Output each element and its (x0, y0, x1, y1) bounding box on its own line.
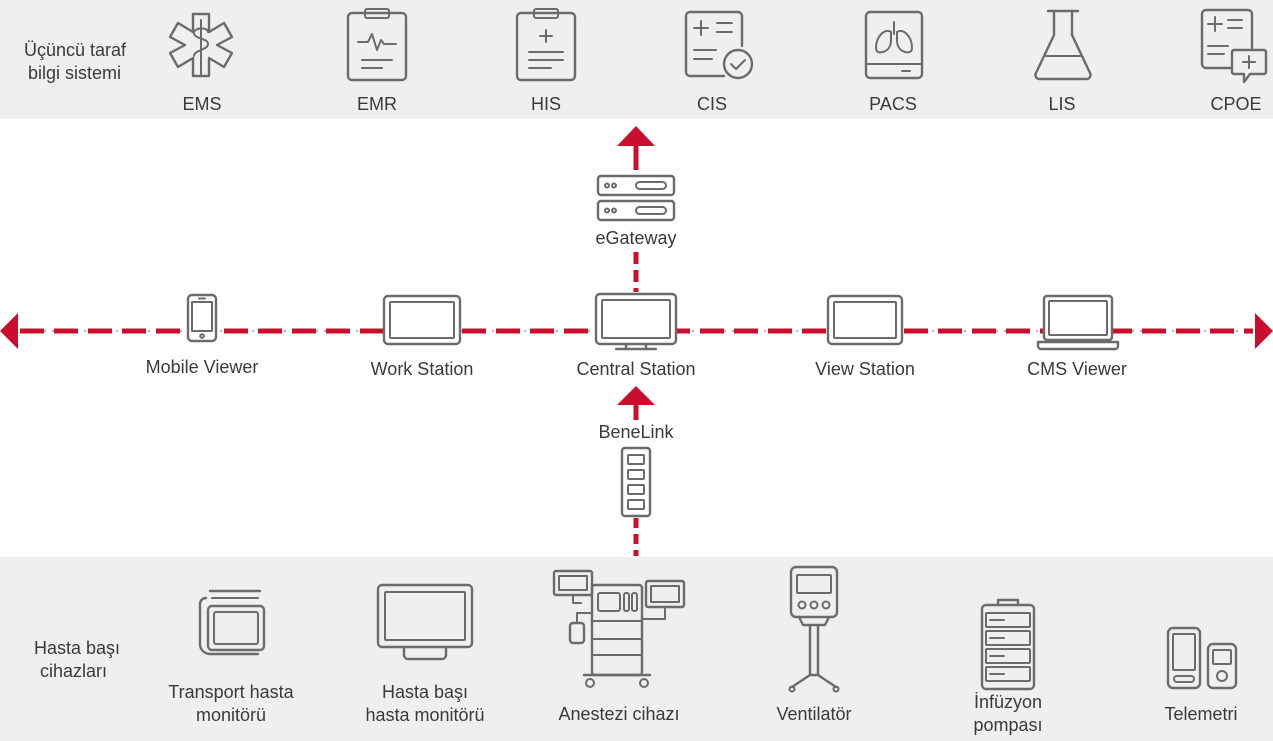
anesthesia-machine-icon (552, 569, 688, 691)
system-label-cis: CIS (696, 94, 728, 114)
smartphone-icon (186, 293, 218, 343)
monitor-icon (382, 294, 462, 346)
infusion-pump-icon (980, 597, 1036, 691)
clipboard-plus-icon (515, 8, 577, 82)
server-icon (596, 174, 676, 222)
system-label-cpoe: CPOE (1210, 94, 1262, 114)
node-label-central-station: Central Station (576, 359, 696, 379)
central-monitor-icon (594, 292, 678, 352)
clipboard-ecg-icon (346, 8, 408, 82)
node-label-work-station: Work Station (370, 359, 474, 379)
lungs-scan-icon (864, 10, 924, 80)
device-label-bedside-line1: Hasta başı (381, 682, 469, 702)
telemetry-icon (1166, 626, 1240, 692)
transport-monitor-icon (198, 588, 268, 658)
medical-star-icon (166, 10, 236, 80)
monitor-icon (826, 294, 904, 346)
document-check-icon (684, 10, 756, 82)
device-label-infusion-line1: İnfüzyon (973, 692, 1043, 712)
bedside-monitor-icon (376, 583, 474, 663)
gateway-label: eGateway (595, 228, 677, 248)
ventilator-icon (787, 565, 841, 695)
node-label-mobile-viewer: Mobile Viewer (145, 357, 259, 377)
left-arrowhead (0, 313, 18, 349)
order-form-icon (1200, 8, 1272, 84)
third-party-title-line1: Üçüncü taraf (24, 40, 127, 60)
device-label-bedside-line2: hasta monitörü (365, 705, 485, 725)
device-label-ventilator: Ventilatör (776, 704, 852, 724)
system-label-emr: EMR (357, 94, 397, 114)
device-label-infusion-line2: pompası (973, 715, 1043, 735)
laptop-icon (1036, 294, 1120, 352)
node-label-view-station: View Station (815, 359, 915, 379)
system-label-pacs: PACS (869, 94, 917, 114)
bedside-title-line1: Hasta başı (34, 638, 121, 658)
system-label-his: HIS (530, 94, 562, 114)
up-arrowhead-top (617, 126, 655, 146)
right-arrowhead (1255, 313, 1273, 349)
up-arrowhead-benelink (617, 386, 655, 405)
benelink-label: BeneLink (598, 422, 674, 442)
third-party-title-line2: bilgi sistemi (28, 63, 122, 83)
node-label-cms-viewer: CMS Viewer (1027, 359, 1127, 379)
device-label-transport-line1: Transport hasta (168, 682, 294, 702)
device-label-telemetry: Telemetri (1164, 704, 1238, 724)
flask-icon (1032, 8, 1094, 82)
device-label-anesthesia: Anestezi cihazı (558, 704, 680, 724)
module-rack-icon (620, 446, 652, 518)
bedside-title-line2: cihazları (40, 661, 108, 681)
system-label-ems: EMS (182, 94, 222, 114)
system-label-lis: LIS (1048, 94, 1076, 114)
device-label-transport-line2: monitörü (195, 705, 267, 725)
